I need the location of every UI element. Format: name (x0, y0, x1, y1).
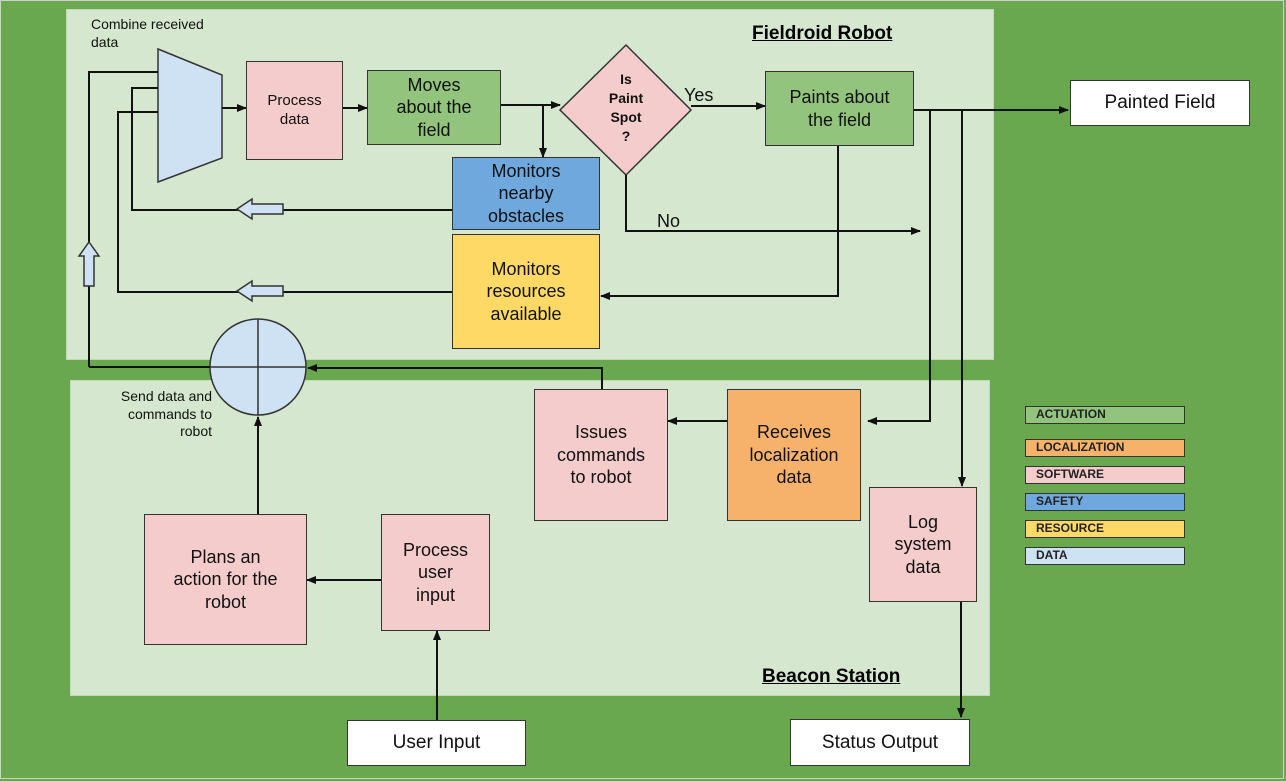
legend-actuation: ACTUATION (1025, 406, 1185, 424)
legend-data: DATA (1025, 547, 1185, 565)
send-label: Send data and commands to robot (120, 388, 212, 439)
hollow-arrow-send (77, 240, 101, 287)
fieldroid-robot-title: Fieldroid Robot (752, 23, 893, 44)
yes-label: Yes (684, 85, 714, 105)
beacon-station-title: Beacon Station (762, 666, 901, 687)
hollow-arrow-obstacles (235, 197, 284, 221)
legend-localization: LOCALIZATION (1025, 439, 1185, 457)
hollow-arrow-resources (235, 279, 284, 303)
legend-resource: RESOURCE (1025, 520, 1185, 538)
painted-field-node: Painted Field (1070, 80, 1250, 126)
summing-junction (209, 318, 307, 416)
no-label: No (657, 211, 681, 231)
combine-label: Combine received data (91, 16, 204, 50)
legend-software: SOFTWARE (1025, 466, 1185, 484)
combiner-shape (157, 47, 223, 184)
user-input-node: User Input (347, 720, 526, 766)
is-paint-spot-label: Is Paint Spot ? (608, 71, 644, 144)
status-output-node: Status Output (790, 719, 970, 766)
legend-safety: SAFETY (1025, 493, 1185, 511)
